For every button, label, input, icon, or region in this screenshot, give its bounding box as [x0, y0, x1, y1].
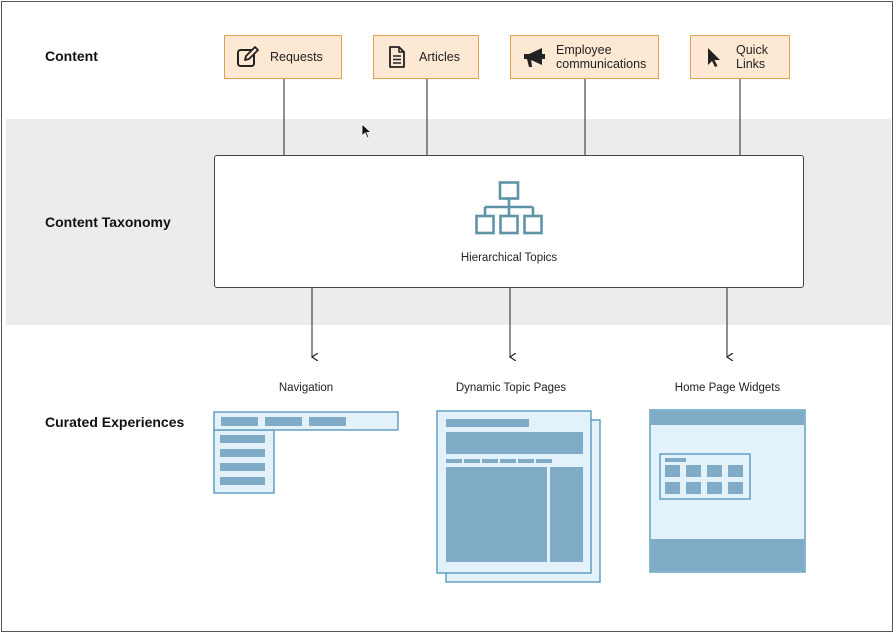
taxonomy-label: Hierarchical Topics: [460, 252, 558, 264]
edit-icon: [236, 45, 260, 69]
row-label-content: Content: [45, 48, 98, 64]
mouse-pointer-icon: [361, 123, 373, 146]
dynamic-topic-pages-illustration: [436, 410, 601, 583]
content-employee-communications: Employee communications: [510, 35, 659, 79]
row-label-taxonomy: Content Taxonomy: [45, 214, 171, 230]
taxonomy-box: Hierarchical Topics: [214, 155, 804, 288]
content-quick-links-label: Quick Links: [736, 43, 768, 71]
document-icon: [385, 45, 409, 69]
hierarchy-icon: [475, 181, 545, 242]
row-label-experiences: Curated Experiences: [45, 414, 185, 430]
home-page-widgets-illustration: [649, 409, 806, 573]
navigation-illustration: [213, 411, 399, 494]
content-quick-links: Quick Links: [690, 35, 790, 79]
experience-label-dynamic-topic-pages: Dynamic Topic Pages: [455, 382, 567, 394]
content-requests: Requests: [224, 35, 342, 79]
content-requests-label: Requests: [270, 50, 323, 64]
experience-label-navigation: Navigation: [278, 382, 334, 394]
content-articles: Articles: [373, 35, 479, 79]
megaphone-icon: [522, 45, 546, 69]
experience-label-home-page-widgets: Home Page Widgets: [674, 382, 781, 394]
content-articles-label: Articles: [419, 50, 460, 64]
content-employee-communications-label: Employee communications: [556, 43, 647, 71]
cursor-icon: [702, 45, 726, 69]
